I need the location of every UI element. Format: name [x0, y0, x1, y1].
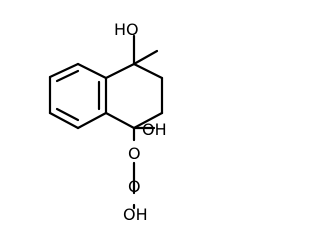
saturated-ring	[104, 62, 164, 130]
bond-ar-2	[76, 62, 108, 80]
bond-ar-4	[76, 111, 108, 130]
bond-sat-5	[104, 111, 136, 130]
atom-label-o-first: O	[128, 144, 141, 163]
atom-label-oh-ring: OH	[142, 120, 167, 139]
atom-label-ho-top: HO	[114, 20, 139, 39]
bond-ar-double-1	[55, 69, 80, 83]
bond-ar-5	[48, 111, 80, 130]
bond-sat-4	[132, 111, 164, 130]
bond-methyl	[132, 49, 159, 66]
molecule-structure: HO OH O O OH	[48, 20, 167, 224]
atom-label-o-second: O	[128, 177, 141, 196]
substituent-bonds	[132, 34, 159, 210]
bond-sat-1	[104, 62, 136, 80]
benzene-ring	[48, 62, 108, 130]
bond-ar-double-3	[55, 107, 80, 122]
bond-sat-2	[132, 62, 164, 80]
atom-label-oh-terminal: OH	[123, 205, 148, 224]
bond-ar-1	[48, 62, 80, 79]
